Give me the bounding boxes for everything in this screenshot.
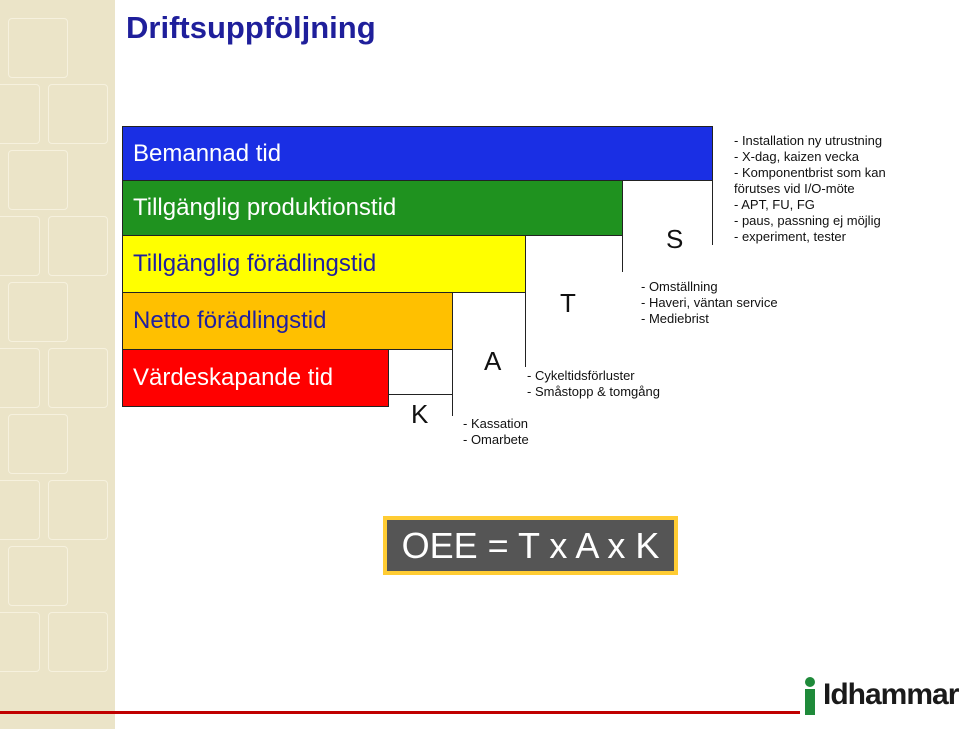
sidebar-square xyxy=(0,612,40,672)
page-title: Driftsuppföljning xyxy=(126,10,376,45)
bar-label: Tillgänglig förädlingstid xyxy=(133,250,377,277)
bar-label: Netto förädlingstid xyxy=(133,307,327,334)
bar-tillganglig-foradlingstid: Tillgänglig förädlingstid xyxy=(122,235,526,293)
sidebar-square xyxy=(48,216,108,276)
oee-formula: OEE = T x A x K xyxy=(387,520,674,571)
sidebar-square xyxy=(0,348,40,408)
decorative-sidebar xyxy=(0,0,115,729)
bar-label: Bemannad tid xyxy=(133,139,282,167)
note-line: - Komponentbrist som kan xyxy=(734,165,886,180)
bar-label: Tillgänglig produktionstid xyxy=(133,194,397,221)
oee-formula-box: OEE = T x A x K xyxy=(383,516,678,575)
notes-t: - Omställning - Haveri, väntan service -… xyxy=(641,279,778,327)
note-line: - Omarbete xyxy=(463,432,529,447)
note-line: - Haveri, väntan service xyxy=(641,295,778,310)
note-line: - Småstopp & tomgång xyxy=(527,384,660,399)
sidebar-square xyxy=(8,18,68,78)
note-line: - Omställning xyxy=(641,279,718,294)
footer-divider xyxy=(0,711,800,714)
notes-a: - Cykeltidsförluster - Småstopp & tomgån… xyxy=(527,368,660,400)
bracket-line-s xyxy=(712,181,713,245)
sidebar-square xyxy=(0,480,40,540)
sidebar-square xyxy=(48,612,108,672)
note-line: - X-dag, kaizen vecka xyxy=(734,149,860,164)
sidebar-square xyxy=(48,480,108,540)
bar-netto-foradlingstid: Netto förädlingstid xyxy=(122,292,453,350)
note-line: - experiment, tester xyxy=(734,229,846,244)
note-line: - Mediebrist xyxy=(641,311,709,326)
sidebar-square xyxy=(8,282,68,342)
bar-tillganglig-produktionstid: Tillgänglig produktionstid xyxy=(122,180,623,236)
bracket-baseline-k xyxy=(388,394,452,395)
letter-k: K xyxy=(411,399,429,429)
notes-k: - Kassation - Omarbete xyxy=(463,416,529,448)
sidebar-square xyxy=(0,84,40,144)
sidebar-square xyxy=(8,150,68,210)
note-line: - APT, FU, FG xyxy=(734,197,815,212)
sidebar-square xyxy=(0,216,40,276)
sidebar-square xyxy=(48,348,108,408)
company-logo: Idhammar xyxy=(796,674,959,719)
logo-text: Idhammar xyxy=(823,678,959,711)
bar-vardeskapande-tid: Värdeskapande tid xyxy=(122,349,389,407)
note-line: - Cykeltidsförluster xyxy=(527,368,635,383)
sidebar-square xyxy=(48,84,108,144)
bar-label: Värdeskapande tid xyxy=(133,364,334,391)
sidebar-square xyxy=(8,414,68,474)
letter-a: A xyxy=(484,346,502,376)
note-line: - paus, passning ej möjlig xyxy=(734,213,881,228)
letter-s: S xyxy=(666,224,684,254)
bracket-line-k xyxy=(452,350,453,416)
sidebar-square xyxy=(8,546,68,606)
logo-mark-icon xyxy=(805,677,815,715)
notes-s: - Installation ny utrustning - X-dag, ka… xyxy=(734,133,886,245)
bar-bemannad-tid: Bemannad tid xyxy=(122,126,713,181)
letter-t: T xyxy=(560,288,576,318)
note-line: - Installation ny utrustning xyxy=(734,133,883,148)
bracket-line-t xyxy=(622,236,623,272)
note-line: förutses vid I/O-möte xyxy=(734,181,855,196)
note-line: - Kassation xyxy=(463,416,529,431)
bracket-line-a xyxy=(525,293,526,367)
